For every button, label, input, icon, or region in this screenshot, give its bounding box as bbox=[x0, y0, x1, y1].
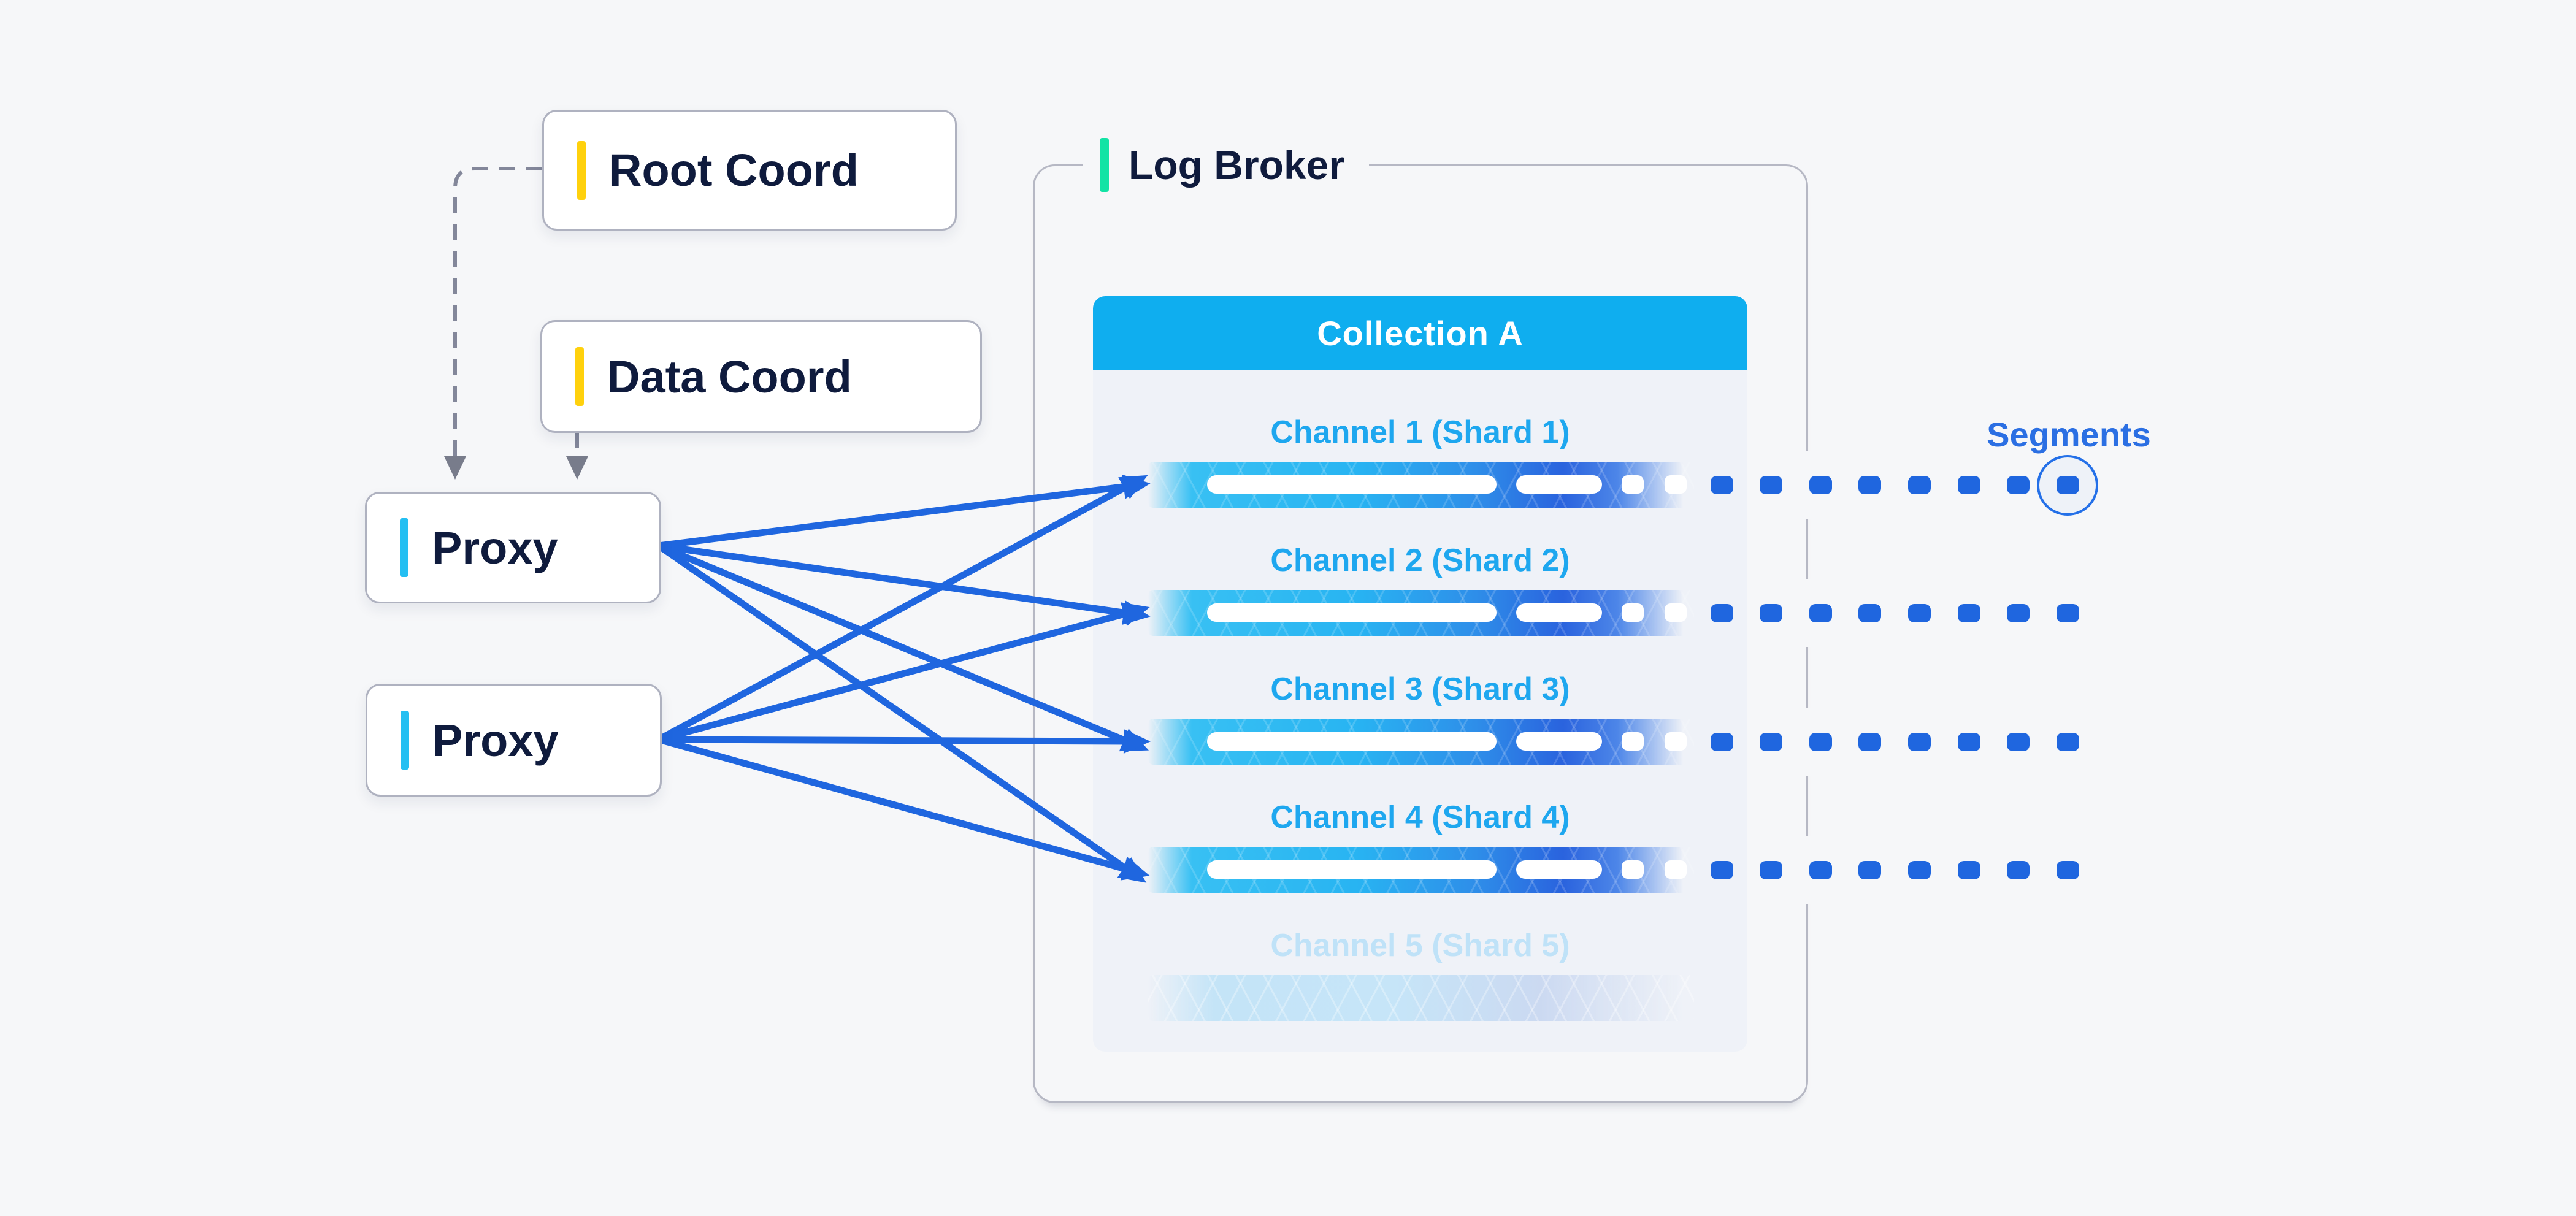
segment-dot bbox=[1957, 603, 1980, 622]
segment-dot bbox=[2056, 860, 2079, 879]
log-entry-pill bbox=[1622, 860, 1644, 879]
channel-bar bbox=[1148, 719, 1694, 765]
segment-dot bbox=[1907, 475, 1931, 494]
log-entry-pill bbox=[1665, 732, 1687, 751]
log-entry-pill bbox=[1516, 860, 1602, 879]
segment-dot bbox=[1858, 475, 1882, 494]
segment-dot bbox=[1710, 475, 1733, 494]
segments-caption: Segments bbox=[1987, 415, 2151, 454]
root-coord-node: Root Coord bbox=[542, 110, 957, 231]
data-coord-label: Data Coord bbox=[607, 351, 852, 402]
channel-bar bbox=[1148, 975, 1694, 1021]
segment-dot bbox=[1907, 732, 1931, 751]
log-entry-pill bbox=[1665, 603, 1687, 622]
proxy-1-label: Proxy bbox=[432, 522, 558, 573]
log-entry-pill bbox=[1665, 475, 1687, 494]
log-entry-pill bbox=[1622, 732, 1644, 751]
segment-dot bbox=[1858, 603, 1882, 622]
log-entry-pill bbox=[1207, 732, 1497, 751]
segment-dot bbox=[1809, 603, 1832, 622]
collection-title: Collection A bbox=[1317, 313, 1524, 353]
log-entry-pill bbox=[1207, 475, 1497, 494]
channel-bar bbox=[1148, 590, 1694, 636]
proxy-1-accent-icon bbox=[400, 518, 408, 577]
segment-dot bbox=[1710, 732, 1733, 751]
segment-dot bbox=[1760, 732, 1783, 751]
segment-dot bbox=[2007, 475, 2030, 494]
channel-label: Channel 5 (Shard 5) bbox=[1270, 928, 1570, 963]
log-entry-pill bbox=[1622, 603, 1644, 622]
channel-label: Channel 4 (Shard 4) bbox=[1270, 800, 1570, 835]
segment-dot bbox=[2056, 603, 2079, 622]
segment-highlight-circle bbox=[2037, 454, 2099, 516]
proxy-2-label: Proxy bbox=[432, 714, 559, 766]
log-entry-pill bbox=[1207, 860, 1497, 879]
channel-bar bbox=[1148, 462, 1694, 508]
segment-dot bbox=[1957, 732, 1980, 751]
segment-dot bbox=[1809, 475, 1832, 494]
segment-dot bbox=[1809, 860, 1832, 879]
segment-dot bbox=[1957, 475, 1980, 494]
segment-dot bbox=[1710, 860, 1733, 879]
segment-dot bbox=[1760, 603, 1783, 622]
log-entry-pill bbox=[1516, 732, 1602, 751]
segment-dot bbox=[1710, 603, 1733, 622]
segment-dot bbox=[1858, 732, 1882, 751]
channel-label: Channel 3 (Shard 3) bbox=[1270, 671, 1570, 707]
log-entry-pill bbox=[1516, 603, 1602, 622]
segment-dot bbox=[1907, 860, 1931, 879]
channel-label: Channel 2 (Shard 2) bbox=[1270, 543, 1570, 578]
proxy-1-node: Proxy bbox=[365, 492, 661, 603]
segment-dot bbox=[1957, 860, 1980, 879]
segment-dot bbox=[1760, 860, 1783, 879]
data-coord-accent-icon bbox=[575, 347, 584, 406]
proxy-2-accent-icon bbox=[401, 711, 409, 770]
collection-header: Collection A bbox=[1093, 296, 1747, 370]
log-broker-label: Log Broker bbox=[1129, 142, 1345, 188]
root-coord-accent-icon bbox=[577, 140, 586, 200]
segment-dot bbox=[2007, 860, 2030, 879]
log-entry-pill bbox=[1207, 603, 1497, 622]
segment-dot bbox=[1858, 860, 1882, 879]
proxy-2-node: Proxy bbox=[366, 684, 662, 797]
segment-dot bbox=[2056, 475, 2079, 494]
log-entry-pill bbox=[1622, 475, 1644, 494]
root-coord-label: Root Coord bbox=[609, 145, 859, 196]
segment-dot bbox=[1907, 603, 1931, 622]
channel-bar bbox=[1148, 847, 1694, 893]
log-broker-legend: Log Broker bbox=[1083, 134, 1370, 196]
data-coord-node: Data Coord bbox=[540, 320, 982, 433]
log-entry-pill bbox=[1516, 475, 1602, 494]
channel-label: Channel 1 (Shard 1) bbox=[1270, 415, 1570, 450]
segment-dot bbox=[2007, 603, 2030, 622]
segment-dot bbox=[1809, 732, 1832, 751]
log-entry-pill bbox=[1665, 860, 1687, 879]
log-broker-accent-icon bbox=[1100, 138, 1109, 192]
segment-dot bbox=[1760, 475, 1783, 494]
segment-dot bbox=[2007, 732, 2030, 751]
segment-dot bbox=[2056, 732, 2079, 751]
